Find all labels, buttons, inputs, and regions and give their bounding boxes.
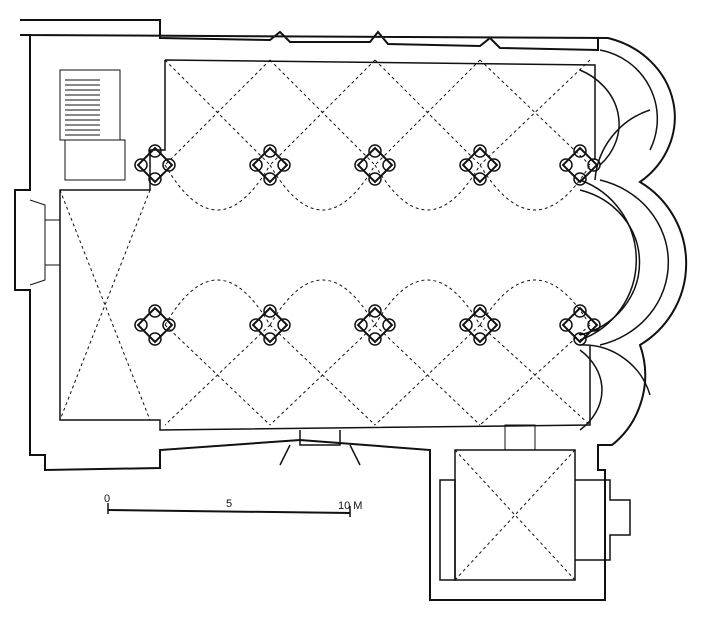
vault-rib — [164, 324, 271, 426]
apse-south — [579, 349, 603, 431]
pier-lobe — [354, 318, 368, 332]
pier-lobe — [559, 318, 573, 332]
pier — [134, 304, 176, 346]
pier-core — [251, 306, 289, 344]
scale-label-0: 0 — [104, 493, 110, 505]
pier-lobe — [587, 318, 601, 332]
pier-lobe — [277, 158, 291, 172]
vault-rib — [479, 324, 591, 426]
pier-lobe — [587, 158, 601, 172]
pier — [134, 144, 176, 186]
pier-lobe — [148, 332, 162, 346]
pier-lobe — [459, 158, 473, 172]
pier-lobe — [368, 304, 382, 318]
vault-arc — [479, 164, 591, 211]
pier — [559, 304, 601, 346]
pier-lobe — [354, 158, 368, 172]
south-porch — [279, 430, 361, 466]
pier-core — [136, 146, 174, 184]
pier — [559, 144, 601, 186]
pier-lobe — [277, 318, 291, 332]
pier — [249, 144, 291, 186]
nave-inner-wall — [59, 49, 659, 431]
vault-arc — [164, 279, 271, 326]
piers — [134, 144, 601, 346]
pier-lobe — [263, 304, 277, 318]
pier-core — [136, 306, 174, 344]
pier-lobe — [473, 144, 487, 158]
pier — [459, 304, 501, 346]
scale-label-10m: 10 M — [338, 500, 362, 512]
pier — [249, 304, 291, 346]
staircase — [59, 69, 126, 181]
vault-rib — [59, 189, 151, 421]
apse-central — [579, 179, 670, 346]
pier-core — [561, 306, 599, 344]
pier-lobe — [134, 158, 148, 172]
pier — [354, 304, 396, 346]
pier-lobe — [368, 172, 382, 186]
vault-ribs — [59, 59, 591, 581]
vault-rib — [164, 59, 271, 166]
south-tower — [439, 424, 631, 581]
pier — [354, 144, 396, 186]
pier-lobe — [573, 144, 587, 158]
pier-core — [356, 306, 394, 344]
pier-lobe — [148, 144, 162, 158]
pier-lobe — [473, 332, 487, 346]
pier-lobe — [573, 304, 587, 318]
pier-lobe — [573, 332, 587, 346]
pier-lobe — [487, 318, 501, 332]
west-portal — [29, 199, 60, 286]
pier-core — [356, 146, 394, 184]
pier-lobe — [263, 332, 277, 346]
scale-bar: 0 5 10 M — [104, 493, 362, 517]
vault-rib — [59, 189, 151, 421]
pier-core — [461, 306, 499, 344]
vault-arc — [164, 164, 271, 211]
pier-lobe — [148, 172, 162, 186]
pier-lobe — [263, 144, 277, 158]
pier-lobe — [382, 158, 396, 172]
pier-lobe — [368, 332, 382, 346]
pier-lobe — [473, 304, 487, 318]
pier-lobe — [368, 144, 382, 158]
pier-lobe — [134, 318, 148, 332]
vault-arc — [374, 279, 481, 326]
vault-arc — [269, 279, 376, 326]
vault-rib — [269, 59, 376, 166]
vault-arc — [269, 164, 376, 211]
vault-rib — [374, 59, 481, 166]
scale-label-5: 5 — [226, 498, 232, 510]
pier-lobe — [487, 158, 501, 172]
pier-lobe — [263, 172, 277, 186]
vault-rib — [269, 324, 376, 426]
pier-lobe — [382, 318, 396, 332]
pier-lobe — [249, 318, 263, 332]
outer-wall-outline — [14, 19, 688, 601]
pier-lobe — [459, 318, 473, 332]
vault-rib — [479, 59, 591, 166]
pier-lobe — [148, 304, 162, 318]
pier-core — [561, 146, 599, 184]
pier-lobe — [473, 172, 487, 186]
vault-rib — [479, 59, 591, 166]
vault-arc — [374, 164, 481, 211]
vault-arc — [479, 279, 591, 326]
pier-lobe — [573, 172, 587, 186]
pier-lobe — [559, 158, 573, 172]
vault-rib — [374, 324, 481, 426]
pier-core — [251, 146, 289, 184]
apse-north — [579, 69, 620, 166]
pier-lobe — [249, 158, 263, 172]
